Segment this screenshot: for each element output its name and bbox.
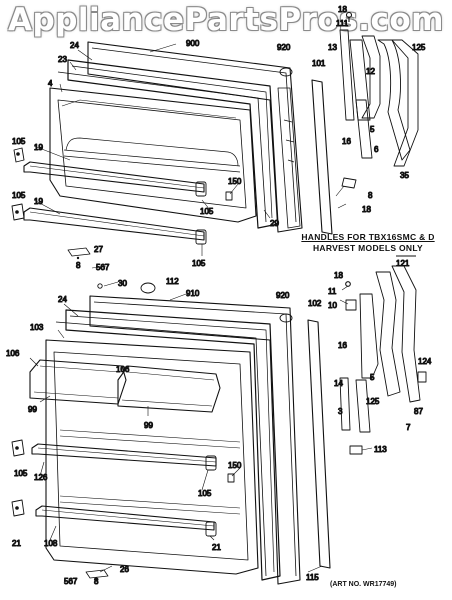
callout-label: 87 (414, 407, 423, 416)
freezer-shelf-lower (23, 207, 205, 241)
art-number: (ART NO. WR17749) (330, 581, 397, 588)
callout-label: 111 (336, 19, 349, 28)
callout-label: 920 (277, 43, 291, 52)
callout-label: 3 (338, 407, 343, 416)
callout-label: 21 (12, 539, 21, 548)
callout-label: 121 (396, 259, 410, 268)
callout-label: 21 (212, 543, 221, 552)
callout-label: 105 (200, 207, 214, 216)
callout-label: 6 (374, 145, 379, 154)
freezer-door-assembly (11, 41, 303, 260)
callout-label: 30 (118, 279, 127, 288)
handles-note: HANDLES FOR TBX16SMC & D HARVEST MODELS … (288, 232, 448, 254)
fresh-food-shelf-lower (35, 505, 215, 531)
callout-label: 105 (12, 137, 26, 146)
callout-label: 26 (120, 565, 129, 574)
callout-label: 16 (338, 341, 347, 350)
callout-label: 8 (76, 261, 81, 270)
freezer-handle-parts (339, 11, 419, 189)
fresh-food-gasket (65, 309, 281, 581)
leader-lines (29, 43, 373, 573)
callout-label: 23 (58, 55, 67, 64)
freezer-shelf-upper (23, 161, 205, 193)
callout-label: 7 (406, 423, 411, 432)
callout-label: 900 (186, 39, 200, 48)
callout-label: 567 (64, 577, 78, 586)
callout-label: 101 (312, 59, 326, 68)
callout-label: 8 (368, 191, 373, 200)
dairy-door-left (29, 359, 127, 405)
callout-label: 108 (44, 539, 58, 548)
dairy-door-right (117, 365, 221, 413)
callout-label: 18 (334, 271, 343, 280)
callout-label: 4 (48, 79, 53, 88)
freezer-gasket (67, 59, 279, 229)
callout-label: 910 (186, 289, 200, 298)
callout-label: 18 (338, 5, 347, 14)
callout-label: 5 (370, 125, 375, 134)
callout-labels: 900 24 23 4 920 101 105 19 105 19 150 10… (5, 4, 432, 586)
callout-label: 24 (58, 295, 67, 304)
fresh-food-inner-liner (45, 339, 259, 575)
callout-label: 29 (270, 219, 279, 228)
callout-label: 99 (28, 405, 37, 414)
callout-label: 567 (96, 263, 110, 272)
callout-label: 18 (362, 205, 371, 214)
freezer-inner-liner (49, 87, 257, 223)
callout-label: 125 (366, 397, 380, 406)
callout-label: 126 (34, 473, 48, 482)
callout-label: 113 (374, 445, 387, 454)
callout-label: 920 (276, 291, 290, 300)
callout-label: 35 (400, 171, 409, 180)
callout-label: 12 (366, 67, 375, 76)
callout-label: 16 (342, 137, 351, 146)
fresh-food-handle-parts (339, 255, 427, 455)
freezer-door-strip (311, 79, 333, 235)
callout-label: 19 (34, 143, 43, 152)
handles-note-line1: HANDLES FOR TBX16SMC & D (301, 232, 435, 242)
callout-label: 13 (328, 43, 337, 52)
callout-label: 115 (306, 573, 319, 582)
callout-label: 150 (228, 177, 242, 186)
callout-label: 112 (166, 277, 179, 286)
fresh-food-door-strip (307, 319, 331, 569)
callout-label: 105 (14, 469, 28, 478)
callout-label: 14 (334, 379, 343, 388)
handles-note-line2: HARVEST MODELS ONLY (312, 243, 424, 253)
callout-label: 8 (94, 577, 99, 586)
watermark-text: AppliancePartsPros.com (8, 2, 444, 38)
callout-label: 124 (418, 357, 432, 366)
callout-label: 24 (70, 41, 79, 50)
callout-label: 19 (34, 197, 43, 206)
freezer-outer-door (87, 41, 303, 233)
callout-label: 103 (30, 323, 44, 332)
callout-label: 99 (144, 421, 153, 430)
callout-label: 11 (328, 287, 337, 296)
callout-label: 106 (6, 349, 20, 358)
callout-label: 10 (328, 301, 337, 310)
fresh-food-outer-door (89, 295, 301, 585)
callout-label: 105 (12, 191, 26, 200)
callout-label: 27 (94, 245, 103, 254)
fresh-food-door-assembly (11, 67, 301, 585)
callout-label: 105 (192, 259, 206, 268)
callout-label: 106 (116, 365, 130, 374)
callout-label: 5 (370, 373, 375, 382)
callout-label: 125 (412, 43, 426, 52)
callout-label: 150 (228, 461, 242, 470)
callout-label: 105 (198, 489, 212, 498)
callout-label: 102 (308, 299, 322, 308)
